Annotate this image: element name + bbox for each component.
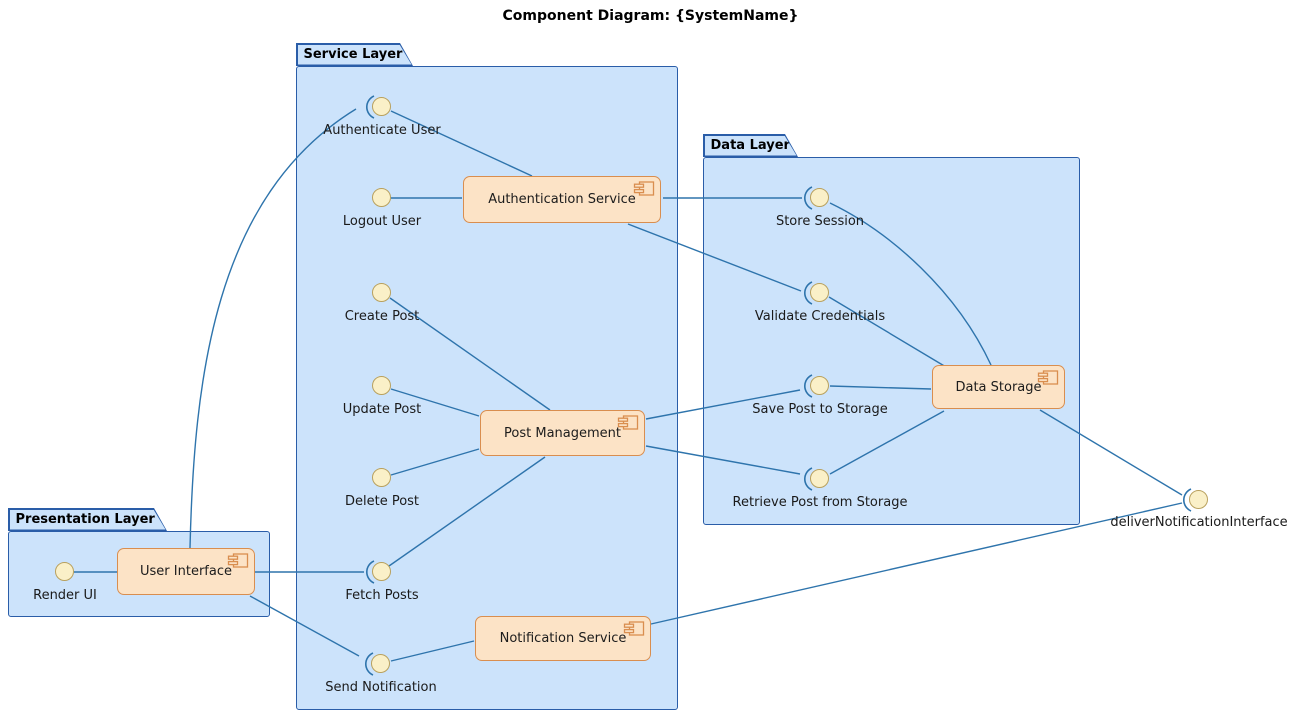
- component-notification-service: Notification Service: [475, 616, 651, 661]
- edge-sendnotification-notificationservice: [390, 640, 475, 662]
- socket-icon-send-notification: [365, 652, 374, 676]
- diagram-title: Component Diagram: {SystemName}: [502, 8, 799, 24]
- component-label: Post Management: [504, 425, 621, 441]
- package-tab-label: Service Layer: [298, 45, 412, 65]
- socket-icon-save-post: [804, 374, 813, 398]
- package-tab-data-layer: Data Layer: [703, 134, 798, 157]
- interface-label: Fetch Posts: [345, 588, 419, 603]
- interface-label: Authenticate User: [323, 123, 441, 138]
- component-icon: [633, 181, 655, 196]
- component-label: User Interface: [140, 564, 232, 579]
- interface-label: Store Session: [775, 214, 865, 229]
- edge-authenticateuser-authservice: [390, 110, 533, 177]
- interface-label: deliverNotificationInterface: [1110, 515, 1288, 530]
- edge-fetchposts-postmanagement: [388, 456, 546, 567]
- interface-label: Delete Post: [344, 494, 420, 509]
- edge-postmanagement-savepost: [645, 389, 801, 420]
- edge-userinterface-sendnotification: [249, 595, 360, 657]
- package-tab-label: Data Layer: [705, 136, 797, 156]
- interface-ball-render-ui: [55, 562, 74, 581]
- interface-label: Render UI: [33, 588, 97, 603]
- component-icon: [1037, 370, 1059, 385]
- interface-ball-create-post: [372, 283, 391, 302]
- socket-icon-fetch-posts: [366, 560, 375, 584]
- interface-label: Send Notification: [325, 680, 437, 695]
- edge-storesession-datastorage: [829, 202, 992, 366]
- component-icon: [617, 415, 639, 430]
- edge-retrievepost-datastorage: [829, 410, 945, 475]
- interface-ball-delete-post: [372, 468, 391, 487]
- socket-icon-deliver-notification: [1183, 488, 1192, 512]
- edge-createpost-postmanagement: [389, 297, 551, 411]
- interface-ball-save-post: [810, 376, 829, 395]
- edge-userinterface-authenticateuser: [189, 108, 357, 549]
- edge-postmanagement-retrievepost: [645, 445, 801, 475]
- interface-label: Create Post: [344, 309, 420, 324]
- component-label: Notification Service: [499, 631, 627, 646]
- interface-label: Validate Credentials: [754, 309, 886, 324]
- edge-savepost-datastorage: [829, 385, 932, 390]
- socket-icon-retrieve-post: [804, 467, 813, 491]
- edge-validatecredentials-datastorage: [828, 296, 947, 368]
- edge-notificationservice-delivernotification: [650, 502, 1183, 625]
- interface-label: Logout User: [342, 214, 422, 229]
- component-label: Data Storage: [955, 379, 1042, 395]
- edge-updatepost-postmanagement: [390, 388, 480, 417]
- interface-ball-deliver-notification: [1189, 490, 1208, 509]
- socket-icon-validate-credentials: [804, 281, 813, 305]
- component-data-storage: Data Storage: [932, 365, 1065, 409]
- component-icon: [623, 621, 645, 636]
- package-tab-presentation-layer: Presentation Layer: [8, 508, 167, 531]
- edge-authservice-validatecredentials: [627, 223, 802, 292]
- interface-ball-fetch-posts: [372, 562, 391, 581]
- package-service-layer: [296, 66, 678, 710]
- interface-ball-authenticate-user: [372, 97, 391, 116]
- socket-icon-store-session: [804, 186, 813, 210]
- edge-datastorage-delivernotification: [1039, 409, 1183, 496]
- package-data-layer: [703, 157, 1080, 525]
- interface-label: Update Post: [342, 402, 422, 417]
- interface-ball-store-session: [810, 188, 829, 207]
- component-authentication-service: Authentication Service: [463, 176, 661, 223]
- component-user-interface: User Interface: [117, 548, 255, 595]
- component-post-management: Post Management: [480, 410, 645, 456]
- package-tab-service-layer: Service Layer: [296, 43, 413, 66]
- interface-label: Save Post to Storage: [752, 402, 888, 417]
- interface-ball-validate-credentials: [810, 283, 829, 302]
- edge-deletepost-postmanagement: [390, 448, 480, 476]
- interface-label: Retrieve Post from Storage: [732, 495, 908, 510]
- interface-ball-send-notification: [371, 654, 390, 673]
- interface-ball-logout-user: [372, 188, 391, 207]
- package-tab-label: Presentation Layer: [10, 510, 166, 530]
- socket-icon-authenticate-user: [366, 95, 375, 119]
- component-icon: [227, 553, 249, 568]
- component-label: Authentication Service: [488, 192, 636, 207]
- interface-ball-update-post: [372, 376, 391, 395]
- interface-ball-retrieve-post: [810, 469, 829, 488]
